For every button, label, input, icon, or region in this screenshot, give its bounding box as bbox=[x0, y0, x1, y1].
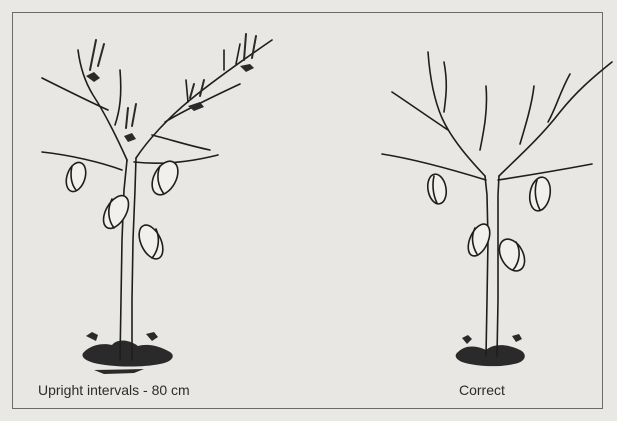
left-pods bbox=[63, 157, 183, 263]
caption-upright-intervals: Upright intervals - 80 cm bbox=[38, 382, 190, 398]
caption-correct: Correct bbox=[459, 382, 505, 398]
right-pods bbox=[426, 173, 553, 276]
left-ground-shadow bbox=[82, 332, 172, 374]
right-ground-shadow bbox=[456, 334, 525, 366]
left-tree-icon bbox=[42, 34, 272, 374]
right-tree-icon bbox=[382, 52, 612, 366]
